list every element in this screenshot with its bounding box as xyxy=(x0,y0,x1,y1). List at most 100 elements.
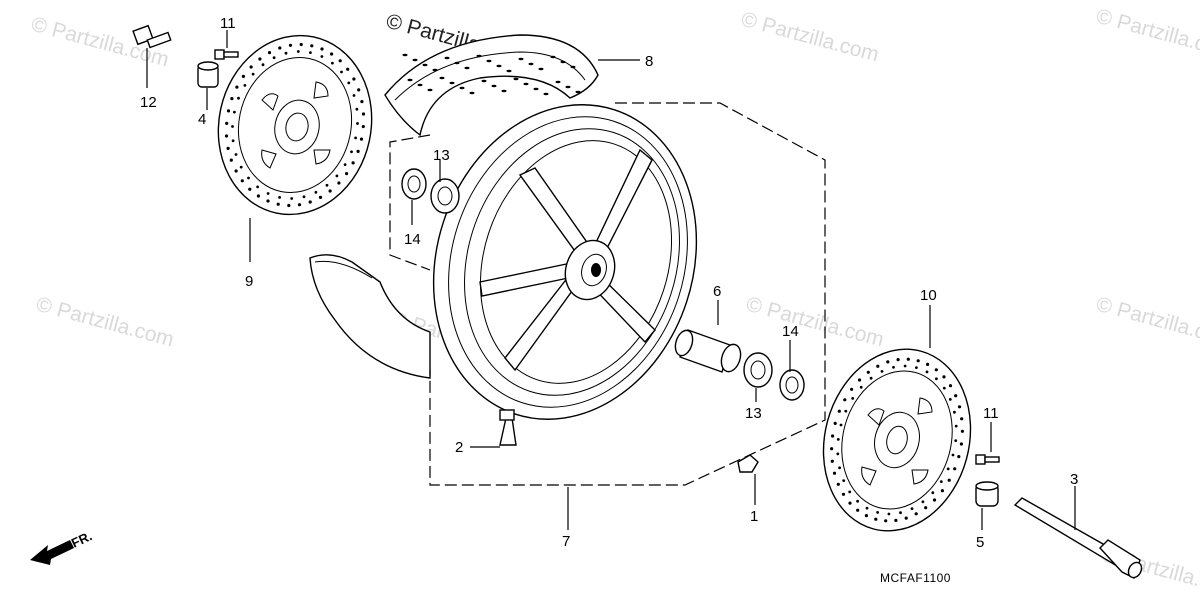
drill-hole xyxy=(249,65,253,69)
drill-hole xyxy=(355,107,359,111)
drill-hole xyxy=(229,158,233,162)
callout-6: 6 xyxy=(713,283,721,300)
drill-hole xyxy=(335,174,339,178)
tread-mark xyxy=(550,55,556,59)
drill-hole xyxy=(921,500,925,504)
tire-valve xyxy=(499,409,517,446)
callout-11: 11 xyxy=(220,15,236,32)
callout-13: 13 xyxy=(745,405,762,422)
tread-mark xyxy=(501,89,507,93)
drill-hole xyxy=(233,110,236,114)
arrow-icon xyxy=(30,540,74,565)
drill-hole xyxy=(241,74,245,78)
drill-hole xyxy=(864,514,869,518)
diagram-code: MCFAF1100 xyxy=(880,571,951,585)
callout-14: 14 xyxy=(782,323,799,340)
drill-hole xyxy=(957,455,961,459)
drill-hole xyxy=(836,482,840,486)
drill-hole xyxy=(960,417,964,421)
drill-hole xyxy=(857,378,862,382)
watermark: © Partzilla.com xyxy=(744,293,887,352)
drill-hole xyxy=(340,70,343,74)
drill-hole xyxy=(931,491,935,495)
callout-3: 3 xyxy=(1070,471,1078,488)
drill-hole xyxy=(844,409,848,413)
drill-hole xyxy=(350,150,353,154)
tread-mark xyxy=(575,90,581,94)
tire-section xyxy=(309,254,431,379)
distance-collar xyxy=(674,329,742,373)
bearing-upper xyxy=(430,178,460,214)
drill-hole xyxy=(833,421,837,425)
drill-hole xyxy=(843,398,847,402)
drill-hole xyxy=(838,466,841,470)
callout-9: 9 xyxy=(245,273,253,290)
drill-hole xyxy=(851,397,855,400)
drill-hole xyxy=(903,364,907,368)
drill-hole xyxy=(234,153,238,156)
drill-hole xyxy=(235,85,239,89)
drill-hole xyxy=(296,50,300,53)
tread-mark xyxy=(555,80,561,84)
drill-hole xyxy=(841,492,846,496)
tread-mark xyxy=(533,87,539,91)
drill-hole xyxy=(231,139,235,143)
drill-hole xyxy=(266,199,270,203)
drill-hole xyxy=(839,423,843,427)
drill-hole xyxy=(946,467,950,471)
flange-bolt xyxy=(132,24,172,49)
drill-hole xyxy=(345,172,349,176)
drill-hole xyxy=(352,94,356,97)
drill-hole xyxy=(916,359,920,363)
drill-hole xyxy=(836,438,840,441)
watermark: © Partzilla.com xyxy=(1094,5,1200,64)
drill-hole xyxy=(225,121,229,125)
tread-mark xyxy=(417,83,423,87)
drill-hole xyxy=(925,370,929,374)
drill-hole xyxy=(360,100,364,104)
tread-mark xyxy=(528,62,534,66)
tread-mark xyxy=(464,66,470,70)
drill-hole xyxy=(337,181,341,185)
drill-hole xyxy=(960,429,965,433)
drill-hole xyxy=(272,56,276,60)
tread-mark xyxy=(402,53,408,57)
drill-hole xyxy=(939,480,943,483)
watermark: © Partzilla.com xyxy=(739,8,882,67)
tread-mark xyxy=(412,58,418,62)
drill-hole xyxy=(869,376,873,380)
drill-hole xyxy=(226,146,230,150)
drill-hole xyxy=(957,405,962,409)
drill-hole xyxy=(308,200,312,204)
tread-mark xyxy=(481,79,487,83)
drill-hole xyxy=(948,398,952,401)
drill-hole xyxy=(874,517,878,521)
drill-hole xyxy=(338,59,342,63)
callout-5: 5 xyxy=(976,534,984,551)
tread-mark xyxy=(432,68,438,72)
tread-mark xyxy=(543,92,549,96)
drill-hole xyxy=(859,385,863,389)
drill-hole xyxy=(942,375,946,379)
drill-hole xyxy=(320,55,324,58)
collar-right xyxy=(975,481,999,507)
drill-hole xyxy=(251,72,255,76)
drill-hole xyxy=(942,386,946,390)
drill-hole xyxy=(224,134,229,138)
drill-hole xyxy=(948,384,953,388)
callout-11: 11 xyxy=(983,405,999,422)
tire xyxy=(384,34,599,137)
drill-hole xyxy=(954,424,958,428)
drill-hole xyxy=(830,447,834,451)
callout-10: 10 xyxy=(920,287,937,304)
callout-2: 2 xyxy=(455,439,463,456)
drill-hole xyxy=(884,519,888,523)
drill-hole xyxy=(258,57,262,61)
drill-hole xyxy=(842,479,846,482)
tread-mark xyxy=(444,56,450,60)
drill-hole xyxy=(886,360,890,364)
drill-hole xyxy=(954,394,958,398)
drill-hole xyxy=(256,185,259,189)
drill-hole xyxy=(904,516,908,520)
